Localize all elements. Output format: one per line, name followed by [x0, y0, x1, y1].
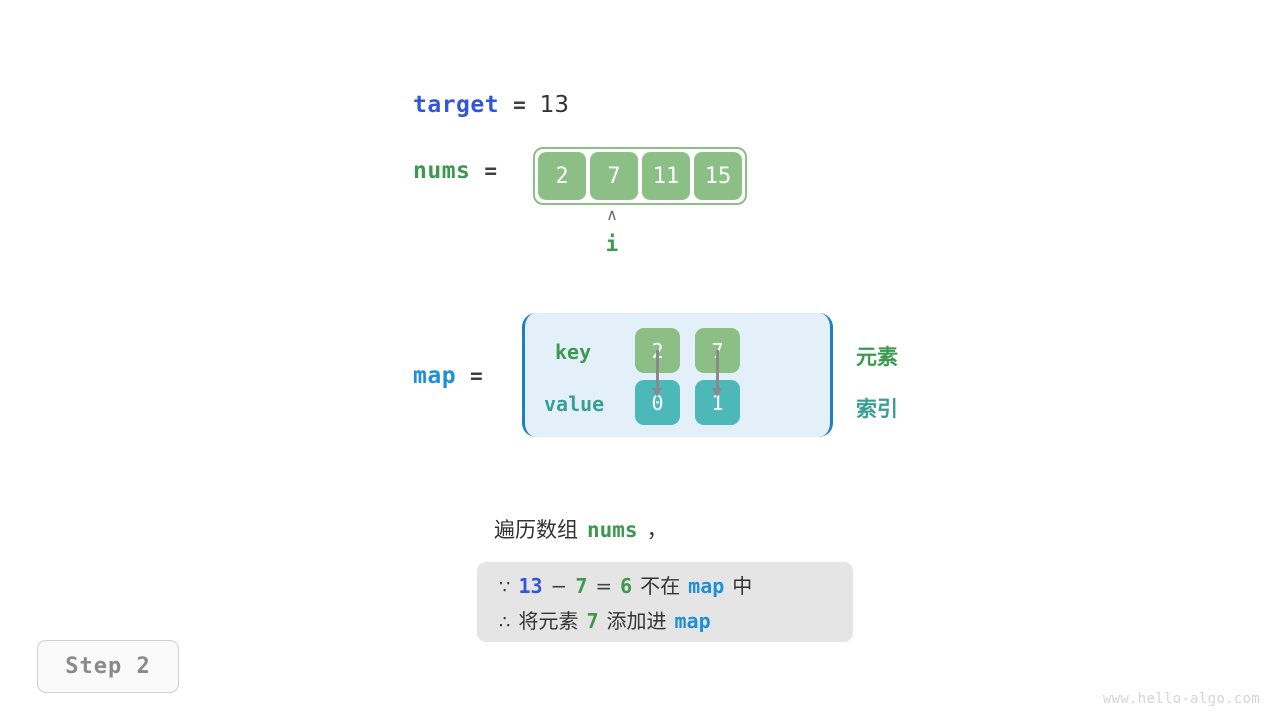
map-label-row: map = — [413, 363, 483, 389]
nums-row: nums = — [413, 158, 497, 184]
map-row-label-value: value — [544, 392, 605, 416]
map-side-label-element: 元素 — [856, 345, 898, 369]
array-cell: 11 — [642, 152, 690, 200]
step-badge: Step 2 — [37, 640, 179, 693]
target-variable-label: target — [413, 92, 500, 118]
nums-variable-label: nums — [413, 158, 471, 184]
nums-equals-sign: = — [484, 159, 498, 183]
because-symbol: ∵ — [499, 577, 511, 598]
map-side-label-index: 索引 — [856, 397, 898, 421]
map-variable-label: map — [413, 363, 457, 389]
note1-operand-b: 7 — [575, 574, 588, 598]
caption-keyword-nums: nums — [587, 518, 638, 542]
note1-text-end: 中 — [732, 574, 753, 598]
note1-minus-operator: − — [550, 574, 568, 598]
note2-text-start: 将元素 — [518, 609, 579, 633]
explanation-line-2: ∴ 将元素 7 添加进 map — [499, 605, 831, 634]
index-pointer-row: ∧ i — [533, 205, 749, 257]
array-cell: 15 — [694, 152, 742, 200]
pointer-slot-active: ∧ i — [588, 205, 636, 257]
note1-equals-operator: = — [595, 574, 613, 598]
pointer-slot — [536, 208, 584, 256]
explanation-box: ∵ 13 − 7 = 6 不在 map 中 ∴ 将元素 7 添加进 map — [477, 562, 853, 642]
nums-array-container: 2 7 11 15 — [533, 147, 747, 205]
key-to-value-arrow-icon — [652, 350, 662, 397]
pointer-slot — [640, 208, 688, 256]
map-row-label-key: key — [555, 340, 592, 364]
map-entry-column: 2 0 — [635, 328, 680, 425]
note1-map-keyword: map — [688, 574, 725, 598]
note2-element-value: 7 — [586, 609, 599, 633]
array-cell: 7 — [590, 152, 638, 200]
target-value: 13 — [539, 92, 570, 118]
note2-map-keyword: map — [674, 609, 711, 633]
key-to-value-arrow-icon — [712, 350, 722, 397]
target-row: target = 13 — [413, 92, 569, 118]
note1-operand-a: 13 — [518, 574, 543, 598]
caption-prefix: 遍历数组 — [494, 518, 578, 542]
note1-text-mid: 不在 — [640, 574, 681, 598]
caret-up-icon: ∧ — [606, 205, 618, 224]
therefore-symbol: ∴ — [499, 612, 511, 633]
caption-suffix: ， — [646, 518, 668, 542]
note2-text-mid: 添加进 — [606, 609, 667, 633]
explanation-line-1: ∵ 13 − 7 = 6 不在 map 中 — [499, 570, 831, 599]
array-cell: 2 — [538, 152, 586, 200]
map-entry-column: 7 1 — [695, 328, 740, 425]
pointer-slot — [692, 208, 740, 256]
target-equals-sign: = — [513, 93, 526, 117]
watermark: www.hello-algo.com — [1102, 691, 1260, 707]
note1-result: 6 — [620, 574, 633, 598]
pointer-label-i: i — [605, 232, 619, 256]
caption-line: 遍历数组 nums ， — [494, 514, 668, 544]
map-value-cell: 0 — [635, 380, 680, 425]
map-equals-sign: = — [470, 364, 483, 388]
